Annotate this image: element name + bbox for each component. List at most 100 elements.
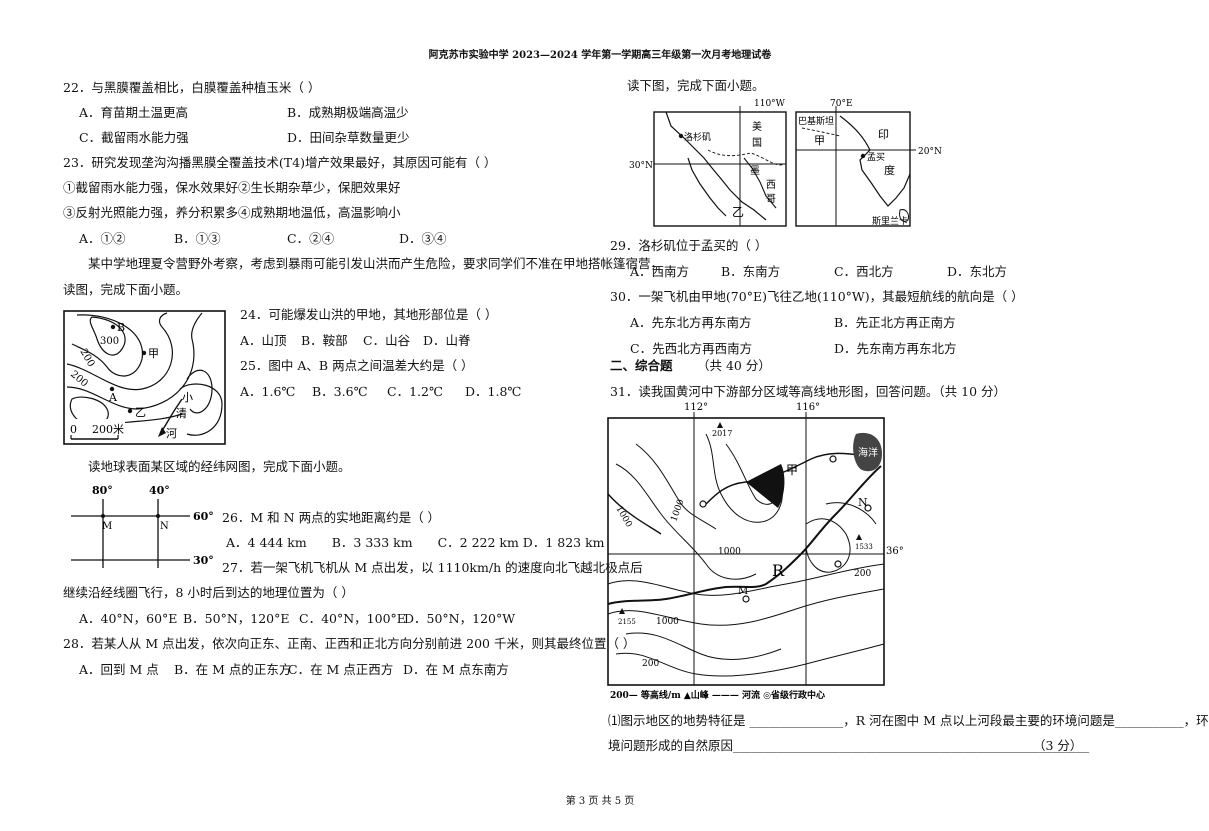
- contour-map-figure: B 300 甲 200 200 A 乙 小 清 河 0 200米: [63, 310, 226, 445]
- q27-option-d: D．50°N，120°W: [404, 611, 516, 626]
- q24-option-b: B．鞍部: [301, 333, 348, 348]
- map3-peak-1533: 1533: [855, 543, 873, 551]
- q31-1-line1: ⑴图示地区的地势特征是 _______________，R 河在图中 M 点以上…: [608, 713, 1209, 728]
- q25-option-d: D．1.8℃: [465, 384, 522, 399]
- q25-stem: 25．图中 A、B 两点之间温差大约是（ ）: [240, 358, 474, 373]
- q23-option-d: D．③④: [399, 231, 447, 246]
- grid-lon-40: 40°: [149, 484, 170, 497]
- q28-option-c: C．在 M 点正西方: [288, 662, 394, 677]
- q23-line1: ①截留雨水能力强，保水效果好②生长期杂草少，保肥效果好: [63, 180, 401, 195]
- q26-options: A．4 444 km B．3 333 km C．2 222 km D．1 823…: [226, 535, 605, 550]
- map1-label-200b: 200: [68, 369, 90, 390]
- lat-lon-grid-figure: 80° 40° 60° 30° M N: [71, 484, 214, 568]
- map2-usa-1: 美: [752, 120, 762, 133]
- q28-option-a: A．回到 M 点: [79, 662, 159, 677]
- map2-india-2: 度: [884, 163, 895, 177]
- map1-label-jia: 甲: [148, 347, 159, 360]
- map3-contour-1000d: 1000: [656, 617, 679, 627]
- intro-29: 读下图，完成下面小题。: [627, 78, 765, 93]
- map3-sea: 海洋: [858, 446, 878, 459]
- map2-mumbai: 孟买: [867, 152, 885, 163]
- map3-lat-36: 36°: [886, 546, 904, 557]
- page-number: 第 3 页 共 5 页: [565, 796, 635, 807]
- q24-stem: 24．可能爆发山洪的甲地，其地形部位是（ ）: [240, 307, 498, 322]
- q25-option-c: C．1.2℃: [387, 384, 443, 399]
- q23-option-b: B．①③: [174, 231, 221, 246]
- exam-title: 阿克苏市实验中学 2023—2024 学年第一学期高三年级第一次月考地理试卷: [428, 50, 772, 61]
- q23-option-c: C．②④: [287, 231, 335, 246]
- q23-option-a: A．①②: [79, 231, 126, 246]
- map2-sri-lanka: 斯里兰卡: [872, 215, 908, 227]
- map2-los-angeles: 洛杉矶: [684, 131, 711, 143]
- map1-river-3: 河: [166, 427, 177, 440]
- map3-lon-112: 112°: [684, 402, 708, 413]
- grid-point-m: M: [102, 521, 112, 532]
- map2-lat-20n: 20°N: [918, 147, 942, 157]
- q25-option-b: B．3.6℃: [312, 384, 368, 399]
- grid-lat-30: 30°: [193, 554, 214, 567]
- map3-point-m: M: [738, 586, 748, 597]
- map3-peak-2017: 2017: [712, 429, 732, 438]
- map3-contour-200a: 200: [854, 569, 871, 579]
- q28-option-d: D．在 M 点东南方: [403, 662, 509, 677]
- map1-label-yi: 乙: [135, 406, 146, 419]
- q28-stem: 28．若某人从 M 点出发，依次向正东、正南、正西和正北方向分别前进 200 千…: [63, 636, 636, 651]
- map3-river-r: R: [772, 561, 785, 580]
- q22-option-d: D．田间杂草数量更少: [287, 130, 410, 145]
- map3-contour-1000a: 1000: [613, 505, 633, 530]
- map1-point-b: B: [117, 321, 125, 334]
- map2-lon-110w: 110°W: [754, 99, 786, 109]
- map2-usa-2: 国: [752, 137, 762, 149]
- map1-river-2: 清: [176, 407, 187, 420]
- map3-lon-116: 116°: [796, 402, 820, 413]
- q23-line2: ③反射光照能力强，养分积累多④成熟期地温低，高温影响小: [63, 205, 401, 220]
- map2-mexico-3: 哥: [766, 193, 776, 205]
- map2-label-yi: 乙: [732, 205, 744, 219]
- q30-option-b: B．先正北方再正南方: [834, 315, 956, 330]
- map1-scale-zero: 0: [70, 423, 77, 436]
- map2-pakistan: 巴基斯坦: [798, 115, 834, 127]
- map3-point-n: N: [858, 496, 868, 509]
- q31-1-score: （3 分）: [1033, 738, 1083, 753]
- intro-24-line1: 某中学地理夏令营野外考察，考虑到暴雨可能引发山洪而产生危险，要求同学们不准在甲地…: [88, 256, 664, 271]
- map2-mexico-1: 墨: [750, 165, 760, 177]
- section-2-score: （共 40 分）: [697, 358, 771, 373]
- map3-contour-200b: 200: [642, 659, 659, 669]
- q22-option-c: C．截留雨水能力强: [79, 130, 189, 145]
- map3-label-jia: 甲: [786, 463, 798, 477]
- q31-stem: 31．读我国黄河中下游部分区域等高线地形图，回答问题。（共 10 分）: [610, 384, 1007, 399]
- map1-label-300: 300: [100, 336, 119, 347]
- q27-line2: 继续沿经线圈飞行，8 小时后到达的地理位置为（ ）: [63, 585, 354, 600]
- grid-lat-60: 60°: [193, 510, 214, 523]
- map2-label-jia: 甲: [814, 134, 825, 147]
- map3-peak-2155: 2155: [618, 618, 636, 626]
- map1-river-1: 小: [182, 391, 193, 404]
- grid-point-n: N: [160, 521, 169, 532]
- q27-option-c: C．40°N，100°E: [299, 611, 406, 626]
- intro-26: 读地球表面某区域的经纬网图，完成下面小题。: [88, 459, 351, 474]
- q28-option-b: B．在 M 点的正东方: [174, 662, 292, 677]
- q26-stem: 26．M 和 N 两点的实地距离约是（ ）: [222, 510, 441, 525]
- q24-option-a: A．山顶: [240, 333, 287, 348]
- q30-option-a: A．先东北方再东南方: [630, 315, 752, 330]
- section-2-title: 二、综合题: [610, 358, 673, 373]
- q24-option-c: C．山谷: [363, 333, 411, 348]
- q30-option-d: D．先东南方再东北方: [834, 341, 957, 356]
- q30-option-c: C．先西北方再西南方: [630, 341, 753, 356]
- q27-option-b: B．50°N，120°E: [183, 611, 290, 626]
- q30-stem: 30．一架飞机由甲地(70°E)飞往乙地(110°W)，其最短航线的航向是（ ）: [610, 289, 1024, 304]
- q23-stem: 23．研究发现垄沟沟播黑膜全覆盖技术(T4)增产效果最好，其原因可能有（ ）: [63, 155, 497, 170]
- grid-lon-80: 80°: [92, 484, 113, 497]
- q22-stem: 22．与黑膜覆盖相比，白膜覆盖种植玉米（ ）: [63, 80, 321, 95]
- intro-24-line2: 读图，完成下面小题。: [63, 282, 189, 297]
- map2-lon-70e: 70°E: [830, 99, 853, 109]
- q25-option-a: A．1.6℃: [240, 384, 296, 399]
- map3-contour-1000b: 1000: [669, 498, 686, 523]
- q29-option-b: B．东南方: [721, 264, 781, 279]
- yellow-river-map-figure: 112° 116° 36° 2017 甲 海洋 N 1533 1000 1000…: [607, 402, 904, 701]
- q27-option-a: A．40°N，60°E: [79, 611, 178, 626]
- q29-stem: 29．洛杉矶位于孟买的（ ）: [610, 238, 768, 253]
- map3-contour-1000c: 1000: [718, 547, 741, 557]
- la-mumbai-map-figure: 110°W 美 国 洛杉矶 30°N 墨 西 哥 乙 70°E 巴基斯坦 甲 印…: [629, 99, 942, 227]
- map3-legend: 200— 等高线/m ▲山峰 ——— 河流 ◎省级行政中心: [610, 689, 825, 701]
